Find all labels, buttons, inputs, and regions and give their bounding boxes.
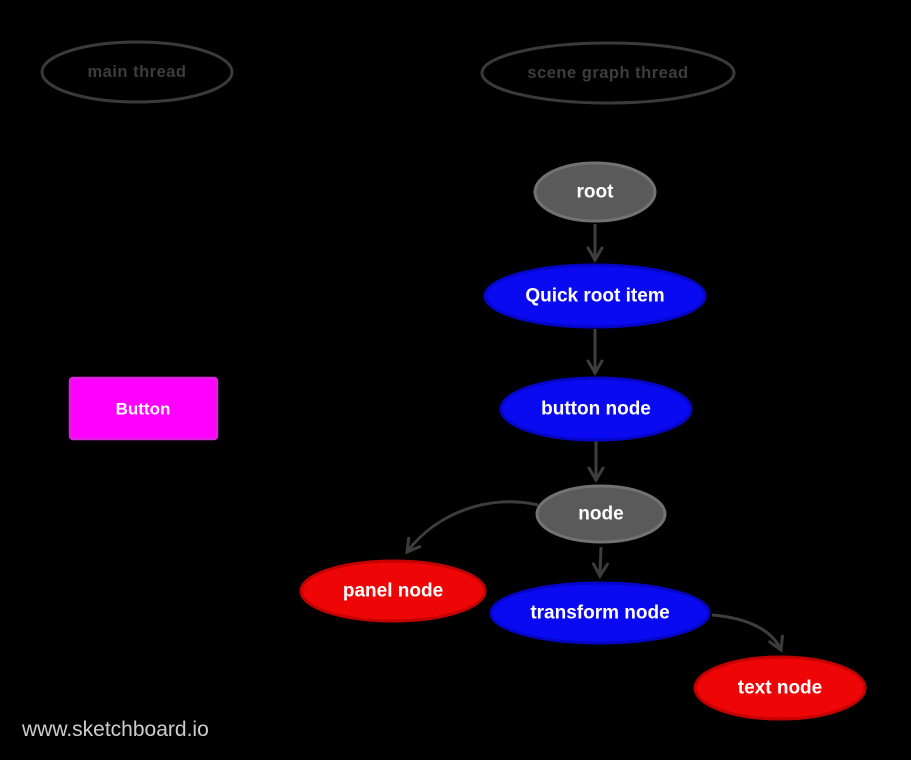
node-ellipse [535,484,667,544]
lane-main-thread[interactable]: main thread [40,40,234,104]
button-shape-label: Button [116,400,171,419]
button-node-label: button node [541,399,651,420]
main-thread-label: main thread [87,63,186,81]
quick-root-item-ellipse [483,263,707,329]
button-shape[interactable]: Button [68,376,219,441]
text-node-ellipse [693,655,867,721]
lane-scene-graph-thread[interactable]: scene graph thread [480,41,736,105]
scene-graph-thread-label: scene graph thread [527,64,688,82]
panel-node-ellipse [299,559,487,623]
transform-node-label: transform node [530,603,669,624]
main-thread-ellipse [40,40,234,104]
button-node-ellipse [499,376,693,442]
node-text-node[interactable]: text node [693,655,867,721]
button-rect [68,376,219,441]
node-label: node [578,504,623,525]
panel-node-label: panel node [343,581,443,602]
node-transform-node[interactable]: transform node [489,581,711,645]
transform-node-ellipse [489,581,711,645]
scene-graph-thread-ellipse [480,41,736,105]
text-node-label: text node [738,678,822,699]
node-panel-node[interactable]: panel node [299,559,487,623]
root-ellipse [533,161,657,223]
arrow-node-to-panel-node[interactable] [405,500,539,555]
arrow-node-to-transform-node[interactable] [591,546,609,579]
arrow-transform-node-to-text-node[interactable] [711,613,784,653]
node-root[interactable]: root [533,161,657,223]
sketchboard-watermark: www.sketchboard.io [21,718,209,741]
node-node[interactable]: node [535,484,667,544]
quick-root-item-label: Quick root item [525,286,664,307]
node-quick-root-item[interactable]: Quick root item [483,263,707,329]
root-label: root [577,182,615,203]
node-button-node[interactable]: button node [499,376,693,442]
